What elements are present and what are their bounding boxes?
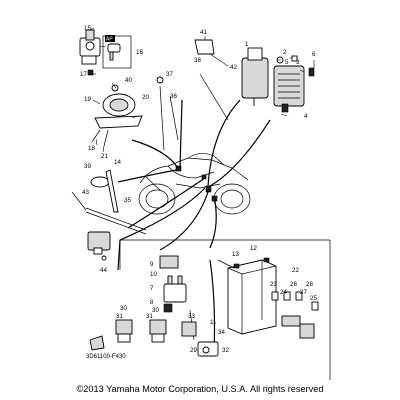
- callout-3: 3: [296, 59, 300, 66]
- callout-42: 42: [230, 64, 237, 71]
- motorcycle-outline: [138, 153, 251, 215]
- callout-27: 27: [300, 289, 307, 296]
- callout-40: 40: [125, 77, 132, 84]
- callout-labels: 15 16 17 40 20 19 18 21 37 36 41 38 42 1…: [80, 25, 317, 354]
- callout-20: 20: [142, 94, 149, 101]
- callout-44: 44: [100, 267, 107, 274]
- callout-6: 6: [312, 51, 316, 58]
- callout-30-left: 30: [120, 305, 127, 312]
- callout-1: 1: [245, 41, 249, 48]
- callout-41: 41: [200, 29, 207, 36]
- callout-16: 16: [136, 49, 143, 56]
- section-borders: [119, 239, 331, 380]
- wire-harness-36: [156, 73, 229, 151]
- callout-24: 24: [280, 289, 287, 296]
- callout-11: 11: [210, 319, 217, 326]
- callout-36: 36: [170, 93, 177, 100]
- callout-35: 35: [124, 197, 131, 204]
- callout-21: 21: [101, 153, 108, 160]
- callout-28: 28: [306, 281, 313, 288]
- sidestand-switch: [71, 169, 147, 235]
- callout-4: 4: [304, 113, 308, 120]
- horn-assembly: [87, 231, 111, 261]
- callout-14: 14: [114, 159, 121, 166]
- callout-13: 13: [232, 251, 239, 258]
- callout-25: 25: [310, 295, 317, 302]
- callout-26: 26: [290, 281, 297, 288]
- ignition-coil-unit: [241, 47, 269, 106]
- ap-tag-label: AP: [106, 37, 113, 43]
- battery: [227, 257, 277, 335]
- callout-leaders: [88, 27, 315, 153]
- main-switch-assembly: [79, 29, 132, 76]
- starter-relay: [159, 255, 187, 313]
- callout-19: 19: [84, 96, 91, 103]
- callout-43: 43: [82, 189, 89, 196]
- callout-18: 18: [88, 145, 95, 152]
- callout-12: 12: [250, 245, 257, 252]
- meter-assembly: [91, 84, 143, 147]
- callout-37: 37: [166, 71, 173, 78]
- harness-wires: [117, 99, 271, 271]
- ap-tag: AP: [105, 35, 115, 43]
- callout-7: 7: [150, 285, 154, 292]
- callout-17: 17: [80, 71, 87, 78]
- key-set: [107, 43, 121, 61]
- callout-32: 32: [222, 347, 229, 354]
- clamp-41: [194, 39, 223, 63]
- callout-39: 39: [84, 163, 91, 170]
- copyright-notice: ©2013 Yamaha Motor Corporation, U.S.A. A…: [76, 384, 324, 394]
- callout-10: 10: [150, 271, 157, 278]
- callout-31-right: 31: [146, 313, 153, 320]
- callout-15: 15: [84, 25, 91, 32]
- connector-bottom-left: [89, 335, 105, 351]
- callout-31-left: 31: [116, 313, 123, 320]
- callout-9: 9: [150, 261, 154, 268]
- callout-30-right: 30: [152, 307, 159, 314]
- catalog-code: 3D61100-F430: [86, 354, 126, 360]
- callout-22: 22: [292, 267, 299, 274]
- callout-2: 2: [283, 49, 287, 56]
- callout-38: 38: [194, 57, 201, 64]
- callout-5: 5: [285, 59, 289, 66]
- relay-29-32: [197, 341, 219, 357]
- callout-34: 34: [218, 329, 225, 336]
- callout-33: 33: [188, 313, 195, 320]
- fuse-set: [271, 291, 319, 339]
- callout-29: 29: [190, 347, 197, 354]
- callout-23: 23: [270, 281, 277, 288]
- rectifier-regulator: [273, 65, 305, 113]
- relay-set-bottom-left: [115, 319, 197, 343]
- callout-8: 8: [150, 299, 154, 306]
